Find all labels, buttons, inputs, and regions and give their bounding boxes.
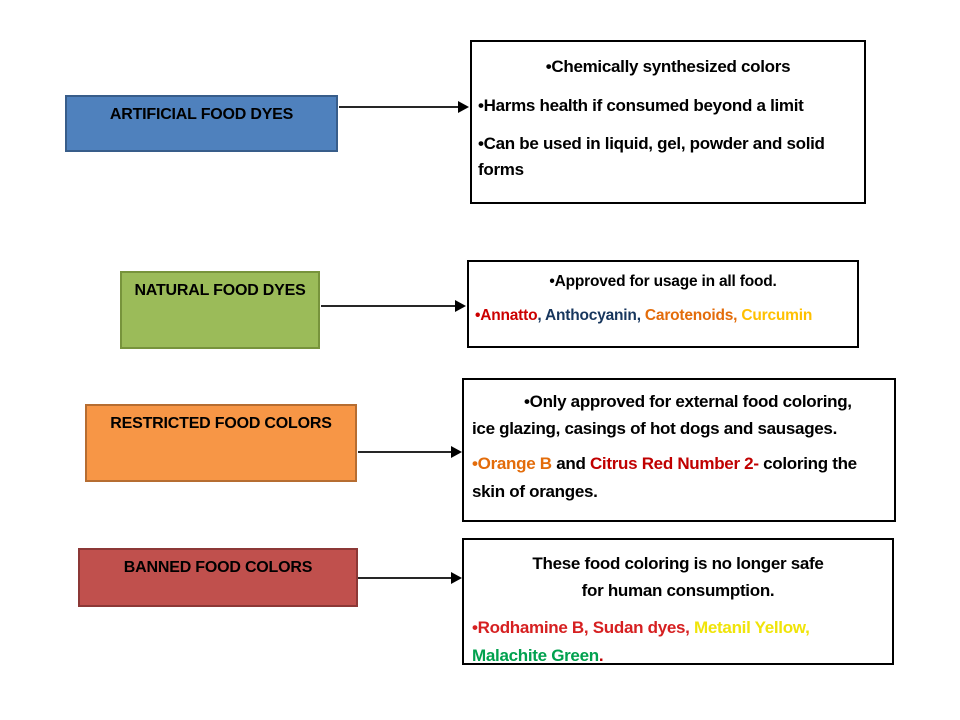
arrow-head-icon-1 [458, 101, 469, 113]
connector-arrow-2 [321, 305, 455, 307]
category-label-restricted: RESTRICTED FOOD COLORS [110, 415, 332, 432]
bullet-line: •Only approved for external food colorin… [472, 392, 852, 439]
category-label-artificial: ARTIFICIAL FOOD DYES [109, 106, 294, 123]
statement-line: These food coloring is no longer safe fo… [532, 554, 824, 601]
bullet-line: •Can be used in liquid, gel, powder and … [478, 134, 825, 179]
dye-names-line: •Rodhamine B, Sudan dyes, Metanil Yellow… [472, 618, 810, 665]
bullet-line: •Approved for usage in all food. [549, 273, 777, 290]
dye-names-line: •Annatto, Anthocyanin, Carotenoids, Curc… [475, 307, 813, 325]
connector-arrow-4 [358, 577, 451, 579]
arrow-head-icon-2 [455, 300, 466, 312]
bullet-line: •Chemically synthesized colors [545, 57, 791, 76]
arrow-head-icon-4 [451, 572, 462, 584]
detail-panel-natural: •Approved for usage in all food. •Annatt… [467, 260, 859, 348]
detail-panel-banned: These food coloring is no longer safe fo… [462, 538, 894, 665]
category-label-banned: BANNED FOOD COLORS [123, 559, 313, 576]
connector-arrow-3 [358, 451, 451, 453]
category-box-restricted: RESTRICTED FOOD COLORS [85, 404, 357, 482]
detail-panel-restricted: •Only approved for external food colorin… [462, 378, 896, 522]
bullet-line: •Harms health if consumed beyond a limit [478, 95, 804, 115]
category-box-natural: NATURAL FOOD DYES [120, 271, 320, 349]
category-label-natural: NATURAL FOOD DYES [134, 282, 306, 299]
connector-arrow-1 [339, 106, 458, 108]
dye-names-line: •Orange B and Citrus Red Number 2- color… [472, 454, 857, 501]
arrow-head-icon-3 [451, 446, 462, 458]
category-box-artificial: ARTIFICIAL FOOD DYES [65, 95, 338, 152]
detail-panel-artificial: •Chemically synthesized colors •Harms he… [470, 40, 866, 204]
category-box-banned: BANNED FOOD COLORS [78, 548, 358, 607]
